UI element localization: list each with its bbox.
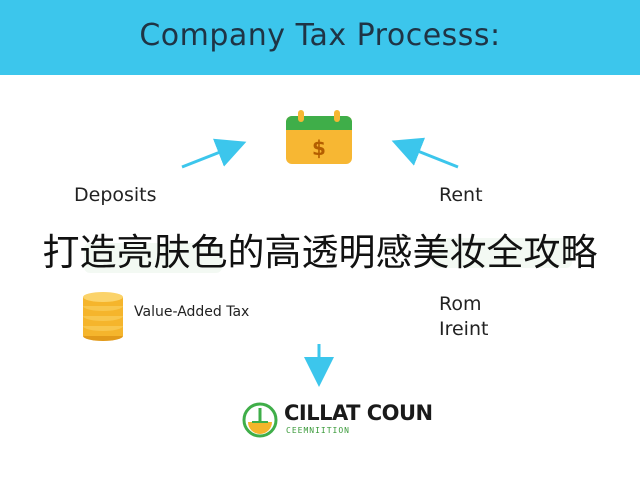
faint-card-right bbox=[432, 238, 572, 268]
node-rent: Rent bbox=[439, 184, 483, 206]
arrow-rent-to-calendar bbox=[391, 137, 459, 169]
arrow-deposits-to-calendar bbox=[181, 138, 247, 169]
node-value-added-tax: Value-Added Tax bbox=[134, 304, 250, 320]
coin-stack-icon bbox=[80, 292, 126, 346]
calendar-dollar-icon: $ bbox=[284, 110, 354, 170]
calendar-dollar-sign: $ bbox=[312, 136, 326, 160]
node-deposits: Deposits bbox=[74, 184, 157, 206]
logo-subtitle: CEEMNIITION bbox=[286, 426, 350, 435]
header-banner: Company Tax Processs: bbox=[0, 0, 640, 75]
page-title: Company Tax Processs: bbox=[139, 18, 501, 53]
overlay-caption: 打造亮肤色的高透明感美妆全攻略 bbox=[42, 231, 598, 274]
faint-card-left bbox=[84, 243, 222, 273]
logo-icon bbox=[240, 400, 280, 444]
logo-wordmark: CILLAT COUN bbox=[284, 401, 433, 425]
node-rom: Rom bbox=[439, 293, 482, 315]
node-ireint: Ireint bbox=[439, 318, 489, 340]
